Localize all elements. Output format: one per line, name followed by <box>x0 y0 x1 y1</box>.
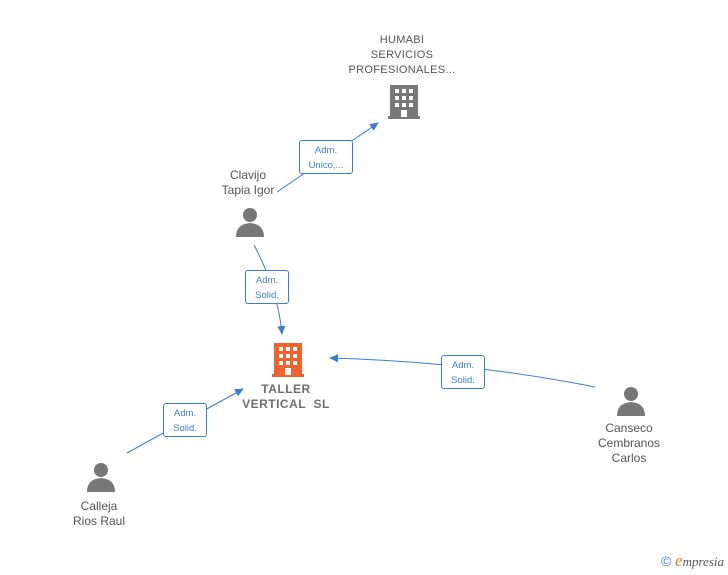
edge-role-line2: Solid. <box>173 423 197 434</box>
clavijo-name-line2: Tapia Igor <box>221 183 275 197</box>
node-label-clavijo[interactable]: Clavijo Tapia Igor <box>208 168 288 198</box>
edge-label-clavijo-humabi[interactable]: Adm. Unico,... <box>299 140 353 174</box>
person-icon[interactable] <box>617 387 645 416</box>
edge-role-line1: Adm. <box>173 408 197 419</box>
edge-role-line1: Adm. <box>451 360 475 371</box>
node-label-calleja[interactable]: Calleja Rios Raul <box>59 499 139 529</box>
humabi-name-line2: SERVICIOS <box>370 49 434 61</box>
canseco-name-line2: Cembranos <box>597 436 661 450</box>
edge-role-line2: Unico,... <box>308 160 344 171</box>
brand-rest: mpresia <box>682 554 724 569</box>
empresia-logo: © empresia <box>661 551 724 571</box>
person-icon[interactable] <box>87 463 115 492</box>
copyright-icon: © <box>661 553 672 569</box>
edge-role-line1: Adm. <box>255 275 279 286</box>
edge-role-line1: Adm. <box>314 145 338 156</box>
edge-label-calleja-taller[interactable]: Adm. Solid. <box>163 403 207 437</box>
canseco-name-line1: Canseco <box>605 421 653 435</box>
edge-label-clavijo-taller[interactable]: Adm. Solid. <box>245 270 289 304</box>
building-icon[interactable] <box>272 343 304 377</box>
building-icon[interactable] <box>388 85 420 119</box>
canseco-name-line3: Carlos <box>611 451 647 465</box>
person-icon[interactable] <box>236 208 264 237</box>
humabi-name-line1: HUMABI <box>379 34 425 46</box>
brand-e: e <box>675 551 683 570</box>
edge-label-canseco-taller[interactable]: Adm. Solid. <box>441 355 485 389</box>
taller-name-line2: VERTICAL SL <box>242 397 330 411</box>
node-label-taller[interactable]: TALLER VERTICAL SL <box>236 382 336 412</box>
clavijo-name-line1: Clavijo <box>229 168 266 182</box>
node-label-humabi[interactable]: HUMABI SERVICIOS PROFESIONALES... <box>342 33 462 78</box>
calleja-name-line1: Calleja <box>80 499 118 513</box>
edge-role-line2: Solid. <box>451 375 475 386</box>
calleja-name-line2: Rios Raul <box>72 514 126 528</box>
edge-role-line2: Solid. <box>255 290 279 301</box>
node-label-canseco[interactable]: Canseco Cembranos Carlos <box>584 421 674 466</box>
humabi-name-line3: PROFESIONALES... <box>348 64 456 76</box>
taller-name-line1: TALLER <box>261 382 311 396</box>
